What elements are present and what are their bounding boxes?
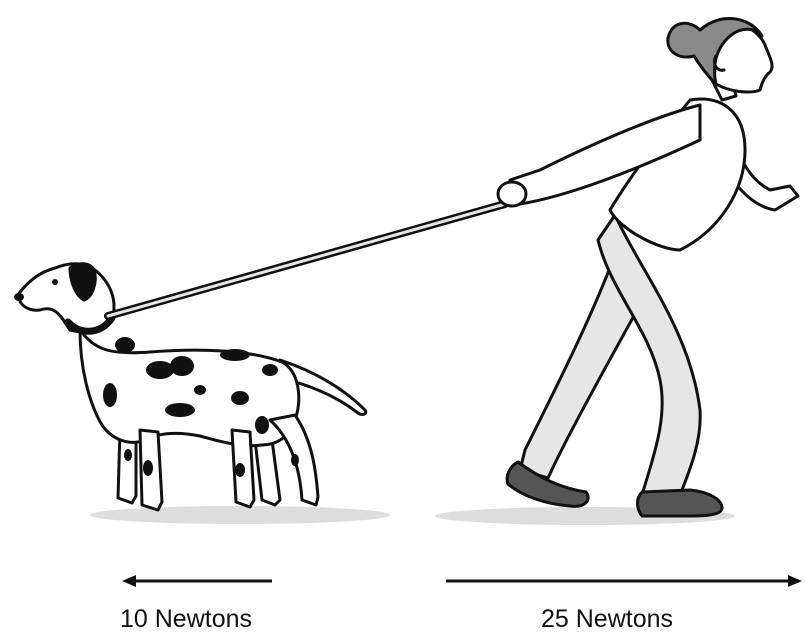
woman-hand — [498, 182, 526, 206]
dog-back-leg-far — [255, 440, 280, 505]
woman-pulling — [498, 19, 798, 516]
woman-front-shoe — [638, 490, 723, 516]
right-force-arrow — [446, 575, 802, 587]
left-force-arrowhead — [122, 575, 136, 587]
dog-eye — [52, 279, 58, 285]
force-arrows — [122, 575, 802, 587]
leash — [108, 204, 505, 316]
dog-nose — [14, 293, 24, 301]
left-force-arrow — [122, 575, 272, 587]
right-force-label: 25 Newtons — [541, 604, 673, 634]
dog-ground-shadow — [90, 506, 390, 524]
right-force-arrowhead — [788, 575, 802, 587]
left-force-label: 10 Newtons — [120, 604, 252, 634]
dalmatian-dog — [14, 264, 366, 510]
